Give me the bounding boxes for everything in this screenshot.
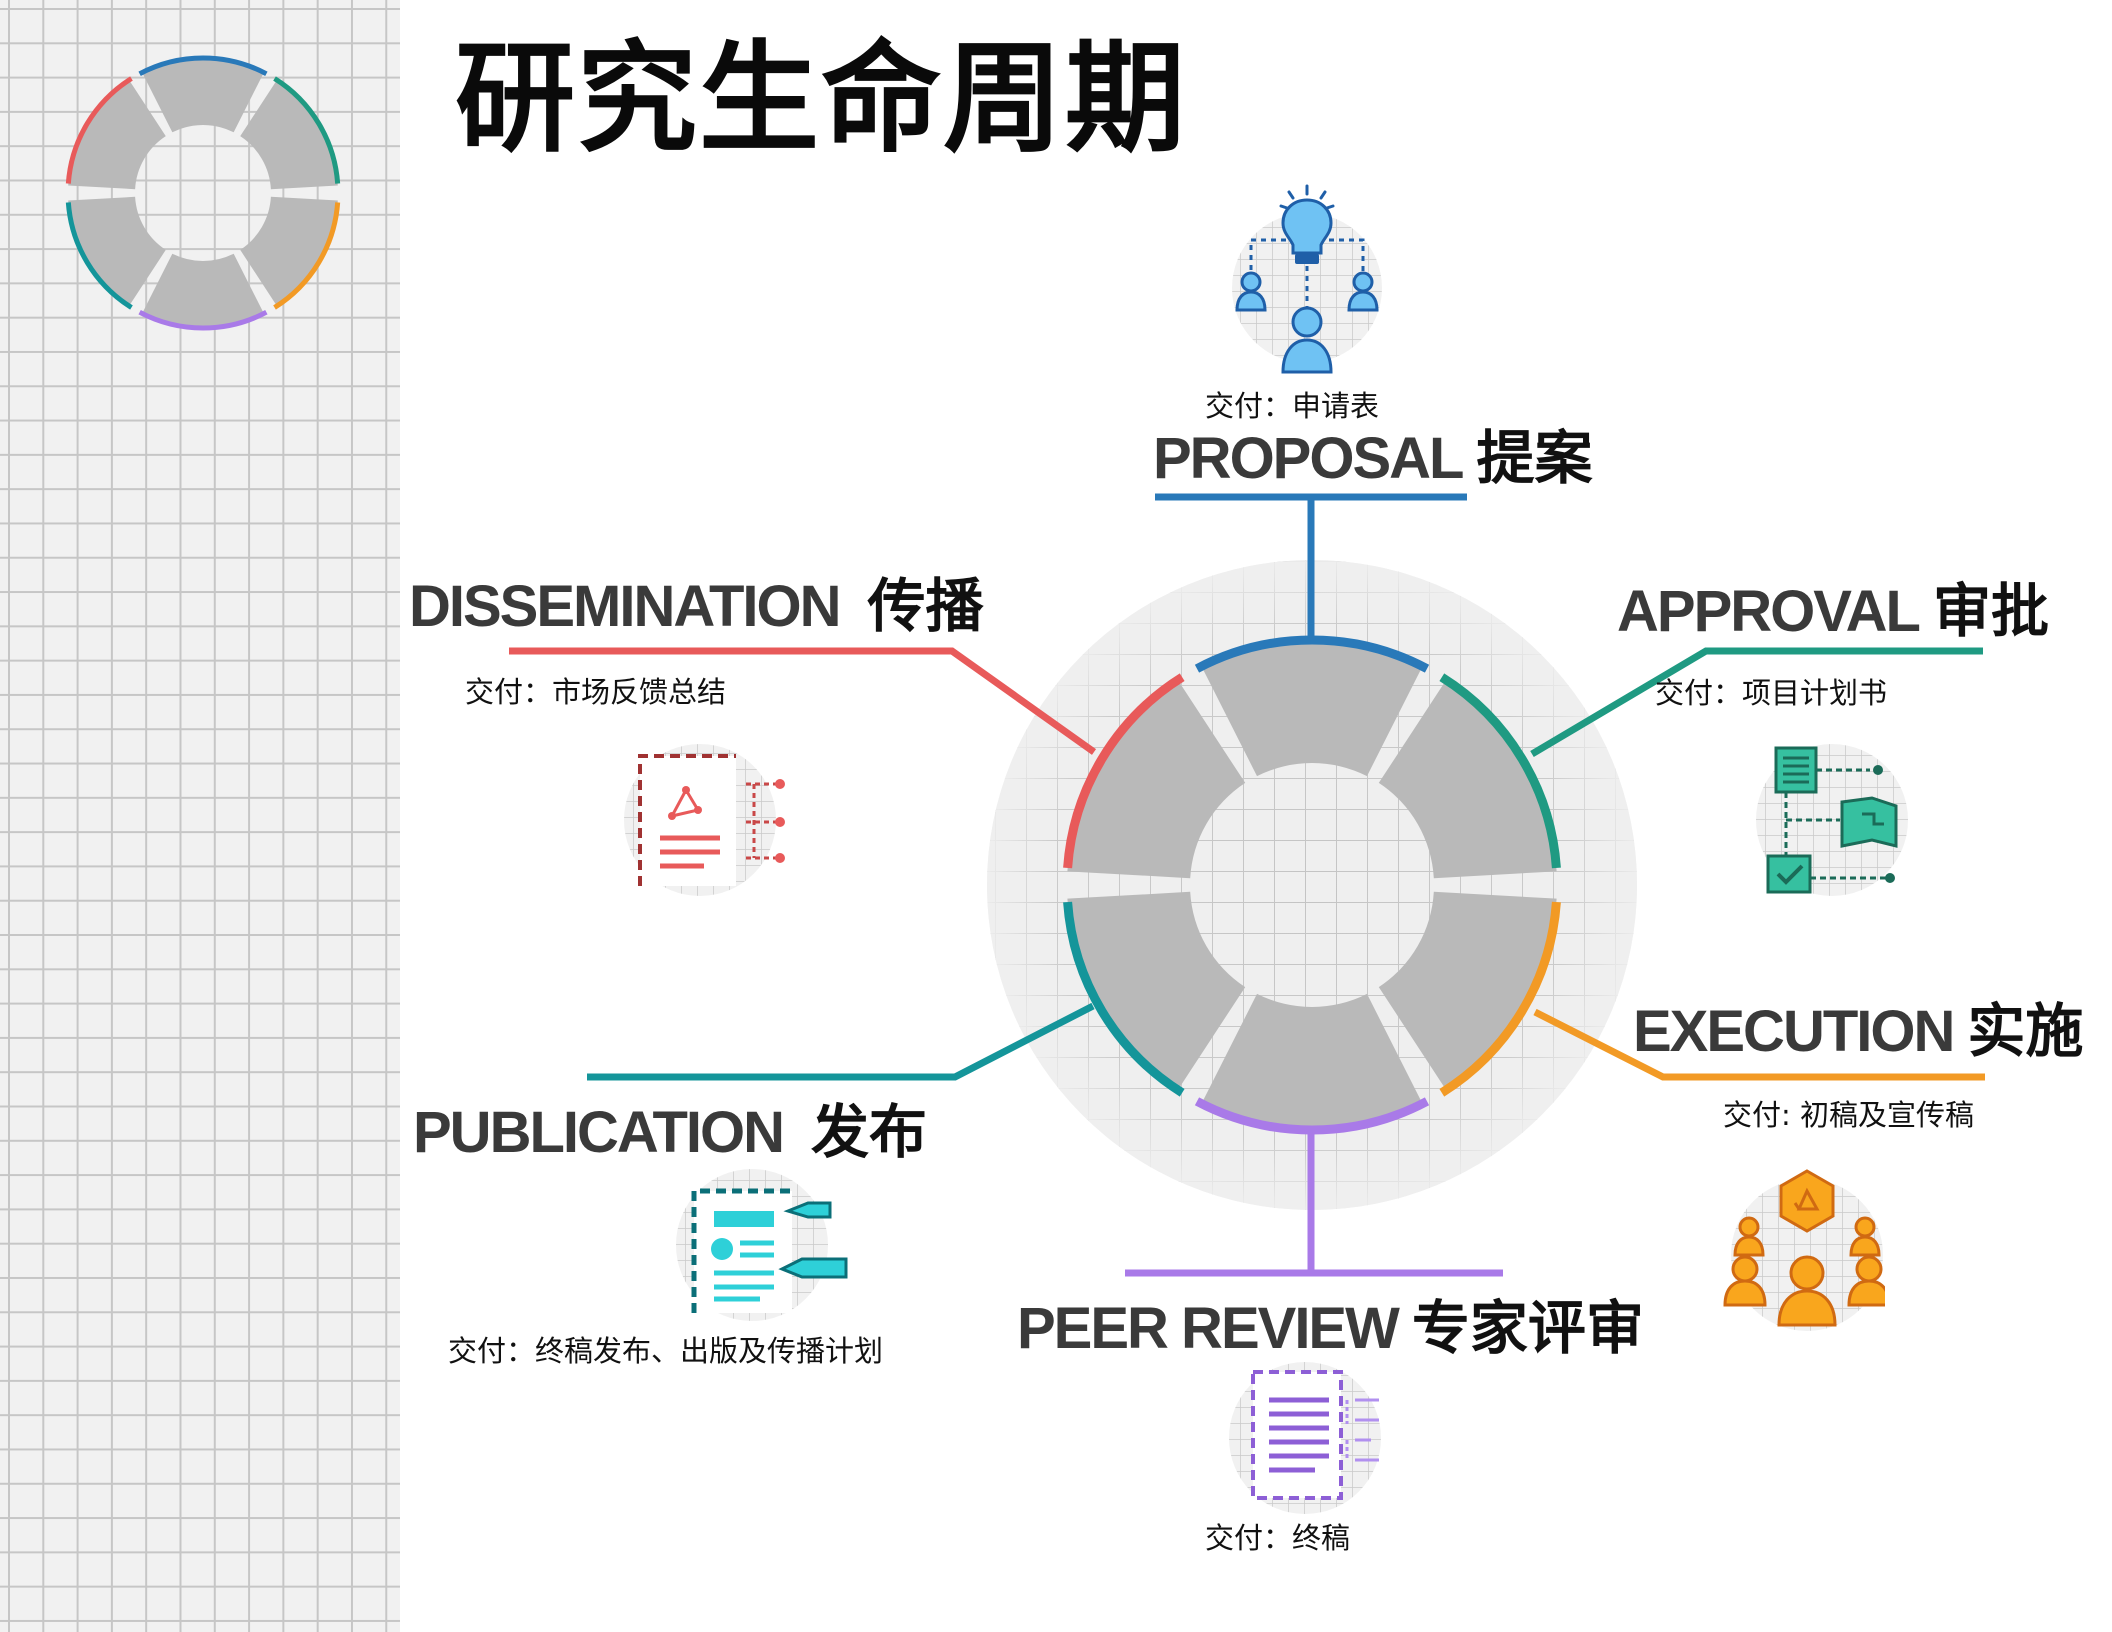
proposal-leader-line [1155,493,1467,636]
ring-segment-peer-review [1201,993,1423,1130]
execution-title-en: EXECUTION [1633,999,1955,1064]
publication-deliverable: 交付：终稿发布、出版及传播计划 [448,1334,884,1368]
mini-ring-arc-publication [65,202,133,310]
team-network-icon [1715,1165,1885,1340]
mini-ring-arcs [65,55,341,331]
mini-ring-segment-execution [240,196,338,306]
review-document-icon [1225,1360,1410,1520]
ring-arc-dissemination [1063,673,1185,869]
proposal-title-en: PROPOSAL [1153,426,1464,491]
publish-document-pen-icon [670,1165,855,1330]
ring-segment-approval [1378,679,1557,879]
approval-title-zh: 审批 [1932,577,2049,645]
publication-title: PUBLICATION 发布 [413,1099,927,1166]
peer-review-title-zh: 专家评审 [1411,1294,1644,1362]
proposal-title-zh: 提案 [1476,424,1593,492]
grid-sidebar [0,0,400,1632]
ring-segments [1067,639,1557,1130]
mini-ring-arc-proposal [138,55,268,77]
peer-review-deliverable: 交付：终稿 [1205,1521,1351,1555]
dissemination-deliverable: 交付：市场反馈总结 [465,675,727,709]
approval-title-en: APPROVAL [1617,579,1921,644]
page-title: 研究生命周期 [455,30,1187,169]
ring-arc-publication [1063,901,1185,1097]
execution-deliverable: 交付: 初稿及宣传稿 [1723,1098,1974,1132]
dissemination-title-zh: 传播 [867,572,984,640]
ring-arc-peer-review [1194,1097,1430,1135]
approval-leader-line [1530,647,1983,758]
mini-ring-arc-approval [273,76,341,184]
ring-segment-publication [1067,891,1246,1091]
publication-title-en: PUBLICATION [413,1100,785,1165]
leader-lines [509,493,1985,1277]
mini-ring-segment-approval [240,80,338,190]
mini-ring-segment-peer-review [142,253,264,329]
ring-arc-approval [1439,673,1561,869]
ring-segment-execution [1378,891,1557,1091]
proposal-deliverable: 交付：申请表 [1205,389,1380,423]
publication-title-zh: 发布 [811,1098,928,1166]
dissemination-title-en: DISSEMINATION [409,574,841,639]
dissemination-title: DISSEMINATION 传播 [409,573,984,640]
ring-colored-arcs [1063,635,1561,1135]
ring-segment-dissemination [1067,679,1246,879]
ring-arc-proposal [1194,635,1430,673]
publication-leader-line [587,1002,1095,1081]
peer-review-leader-line [1125,1134,1503,1277]
ring-segment-proposal [1201,639,1423,777]
execution-title-zh: 实施 [1967,997,2084,1065]
dissemination-leader-line [509,647,1097,755]
mini-ring-arc-execution [273,202,341,310]
plan-flowchart-icon [1750,740,1915,900]
execution-leader-line [1533,1008,1985,1081]
mini-lifecycle-ring-icon [65,55,341,331]
mini-ring-segment-publication [68,196,166,306]
mini-ring-segment-dissemination [68,80,166,190]
mini-ring-arc-dissemination [65,76,133,184]
peer-review-title-en: PEER REVIEW [1017,1296,1400,1361]
ring-arc-execution [1439,901,1561,1097]
approval-deliverable: 交付：项目计划书 [1655,676,1888,710]
mini-ring-segments [68,58,338,329]
mini-ring-segment-proposal [142,58,264,133]
mini-ring-arc-peer-review [138,309,268,331]
lightbulb-team-icon [1225,180,1395,380]
dissemination-report-icon [618,738,798,903]
